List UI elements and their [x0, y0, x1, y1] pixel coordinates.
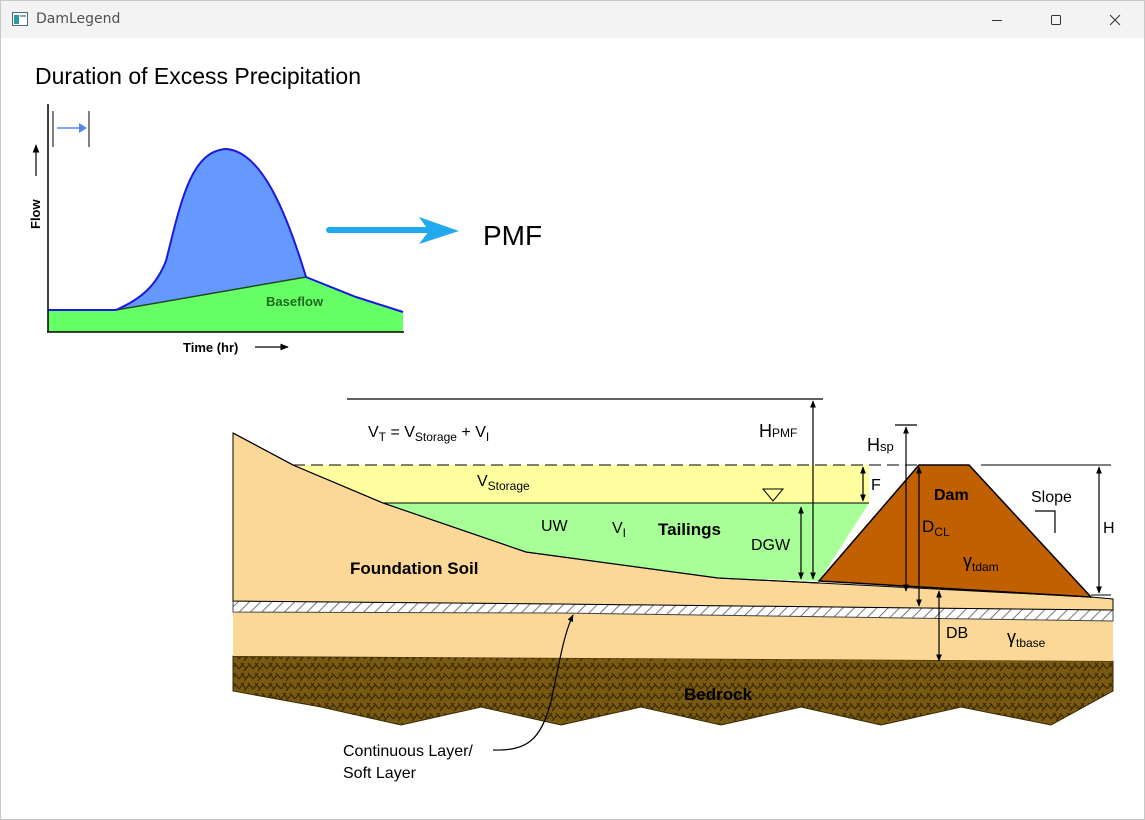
baseflow-separation-line	[115, 276, 307, 311]
gamma-tbase-label: γtbase	[1007, 627, 1046, 650]
app-window-icon	[12, 12, 28, 26]
title-bar[interactable]: DamLegend	[1, 1, 1144, 38]
dam-cross-section: VT = VStorage + VI VStorage UW VI Tailin…	[232, 398, 1115, 782]
baseflow-area	[48, 277, 403, 332]
continuous-layer-leader	[492, 614, 574, 751]
v-storage-label: VStorage	[477, 473, 530, 493]
window-title: DamLegend	[36, 11, 121, 27]
uw-label: UW	[541, 518, 569, 535]
bedrock-layer	[232, 655, 1114, 726]
minimize-button[interactable]	[968, 1, 1026, 38]
foundation-soil-label: Foundation Soil	[350, 559, 478, 578]
slope-outline	[232, 432, 820, 584]
y-axis-label: Flow	[28, 199, 43, 229]
storage-volume-area	[293, 465, 869, 503]
dcl-label: DCL	[922, 517, 950, 539]
maximize-button[interactable]	[1027, 1, 1085, 38]
hydrograph-figure: Baseflow Flow Time (hr) PMF	[28, 104, 542, 355]
freeboard-label: F	[871, 477, 881, 494]
dam-body	[817, 464, 1093, 598]
volume-equation: VT = VStorage + VI	[368, 424, 489, 444]
pmf-arrow-head	[419, 217, 459, 244]
continuous-layer-label: Continuous Layer/	[343, 743, 473, 760]
hpmf-label: HPMF	[759, 421, 797, 441]
dgw-label: DGW	[751, 537, 791, 554]
minimize-icon	[992, 19, 1002, 21]
water-level-symbol	[761, 488, 785, 502]
baseflow-label: Baseflow	[266, 294, 324, 309]
vi-label: VI	[612, 520, 626, 540]
dam-label: Dam	[934, 487, 969, 504]
close-button[interactable]	[1086, 1, 1144, 38]
tailings-area	[383, 503, 869, 581]
db-label: DB	[946, 625, 968, 642]
slope-label: Slope	[1031, 489, 1072, 506]
hydrograph-title: Duration of Excess Precipitation	[35, 63, 361, 89]
runoff-area	[116, 149, 306, 310]
content-area: Duration of Excess Precipitation	[1, 38, 1144, 819]
soft-layer-label: Soft Layer	[343, 765, 417, 782]
maximize-icon	[1051, 14, 1061, 25]
pmf-label: PMF	[483, 220, 542, 251]
lower-foundation-layer	[233, 612, 1113, 661]
x-axis-label: Time (hr)	[183, 340, 238, 355]
hydrograph-curve	[48, 147, 404, 313]
gamma-tdam-label: γtdam	[963, 551, 999, 574]
height-label: H	[1103, 520, 1115, 537]
slope-symbol	[1035, 510, 1056, 533]
close-icon	[1109, 14, 1121, 25]
hsp-label: Hsp	[867, 435, 894, 455]
tailings-label: Tailings	[658, 520, 721, 539]
duration-arrow-head	[79, 123, 87, 133]
bedrock-label: Bedrock	[684, 685, 753, 704]
